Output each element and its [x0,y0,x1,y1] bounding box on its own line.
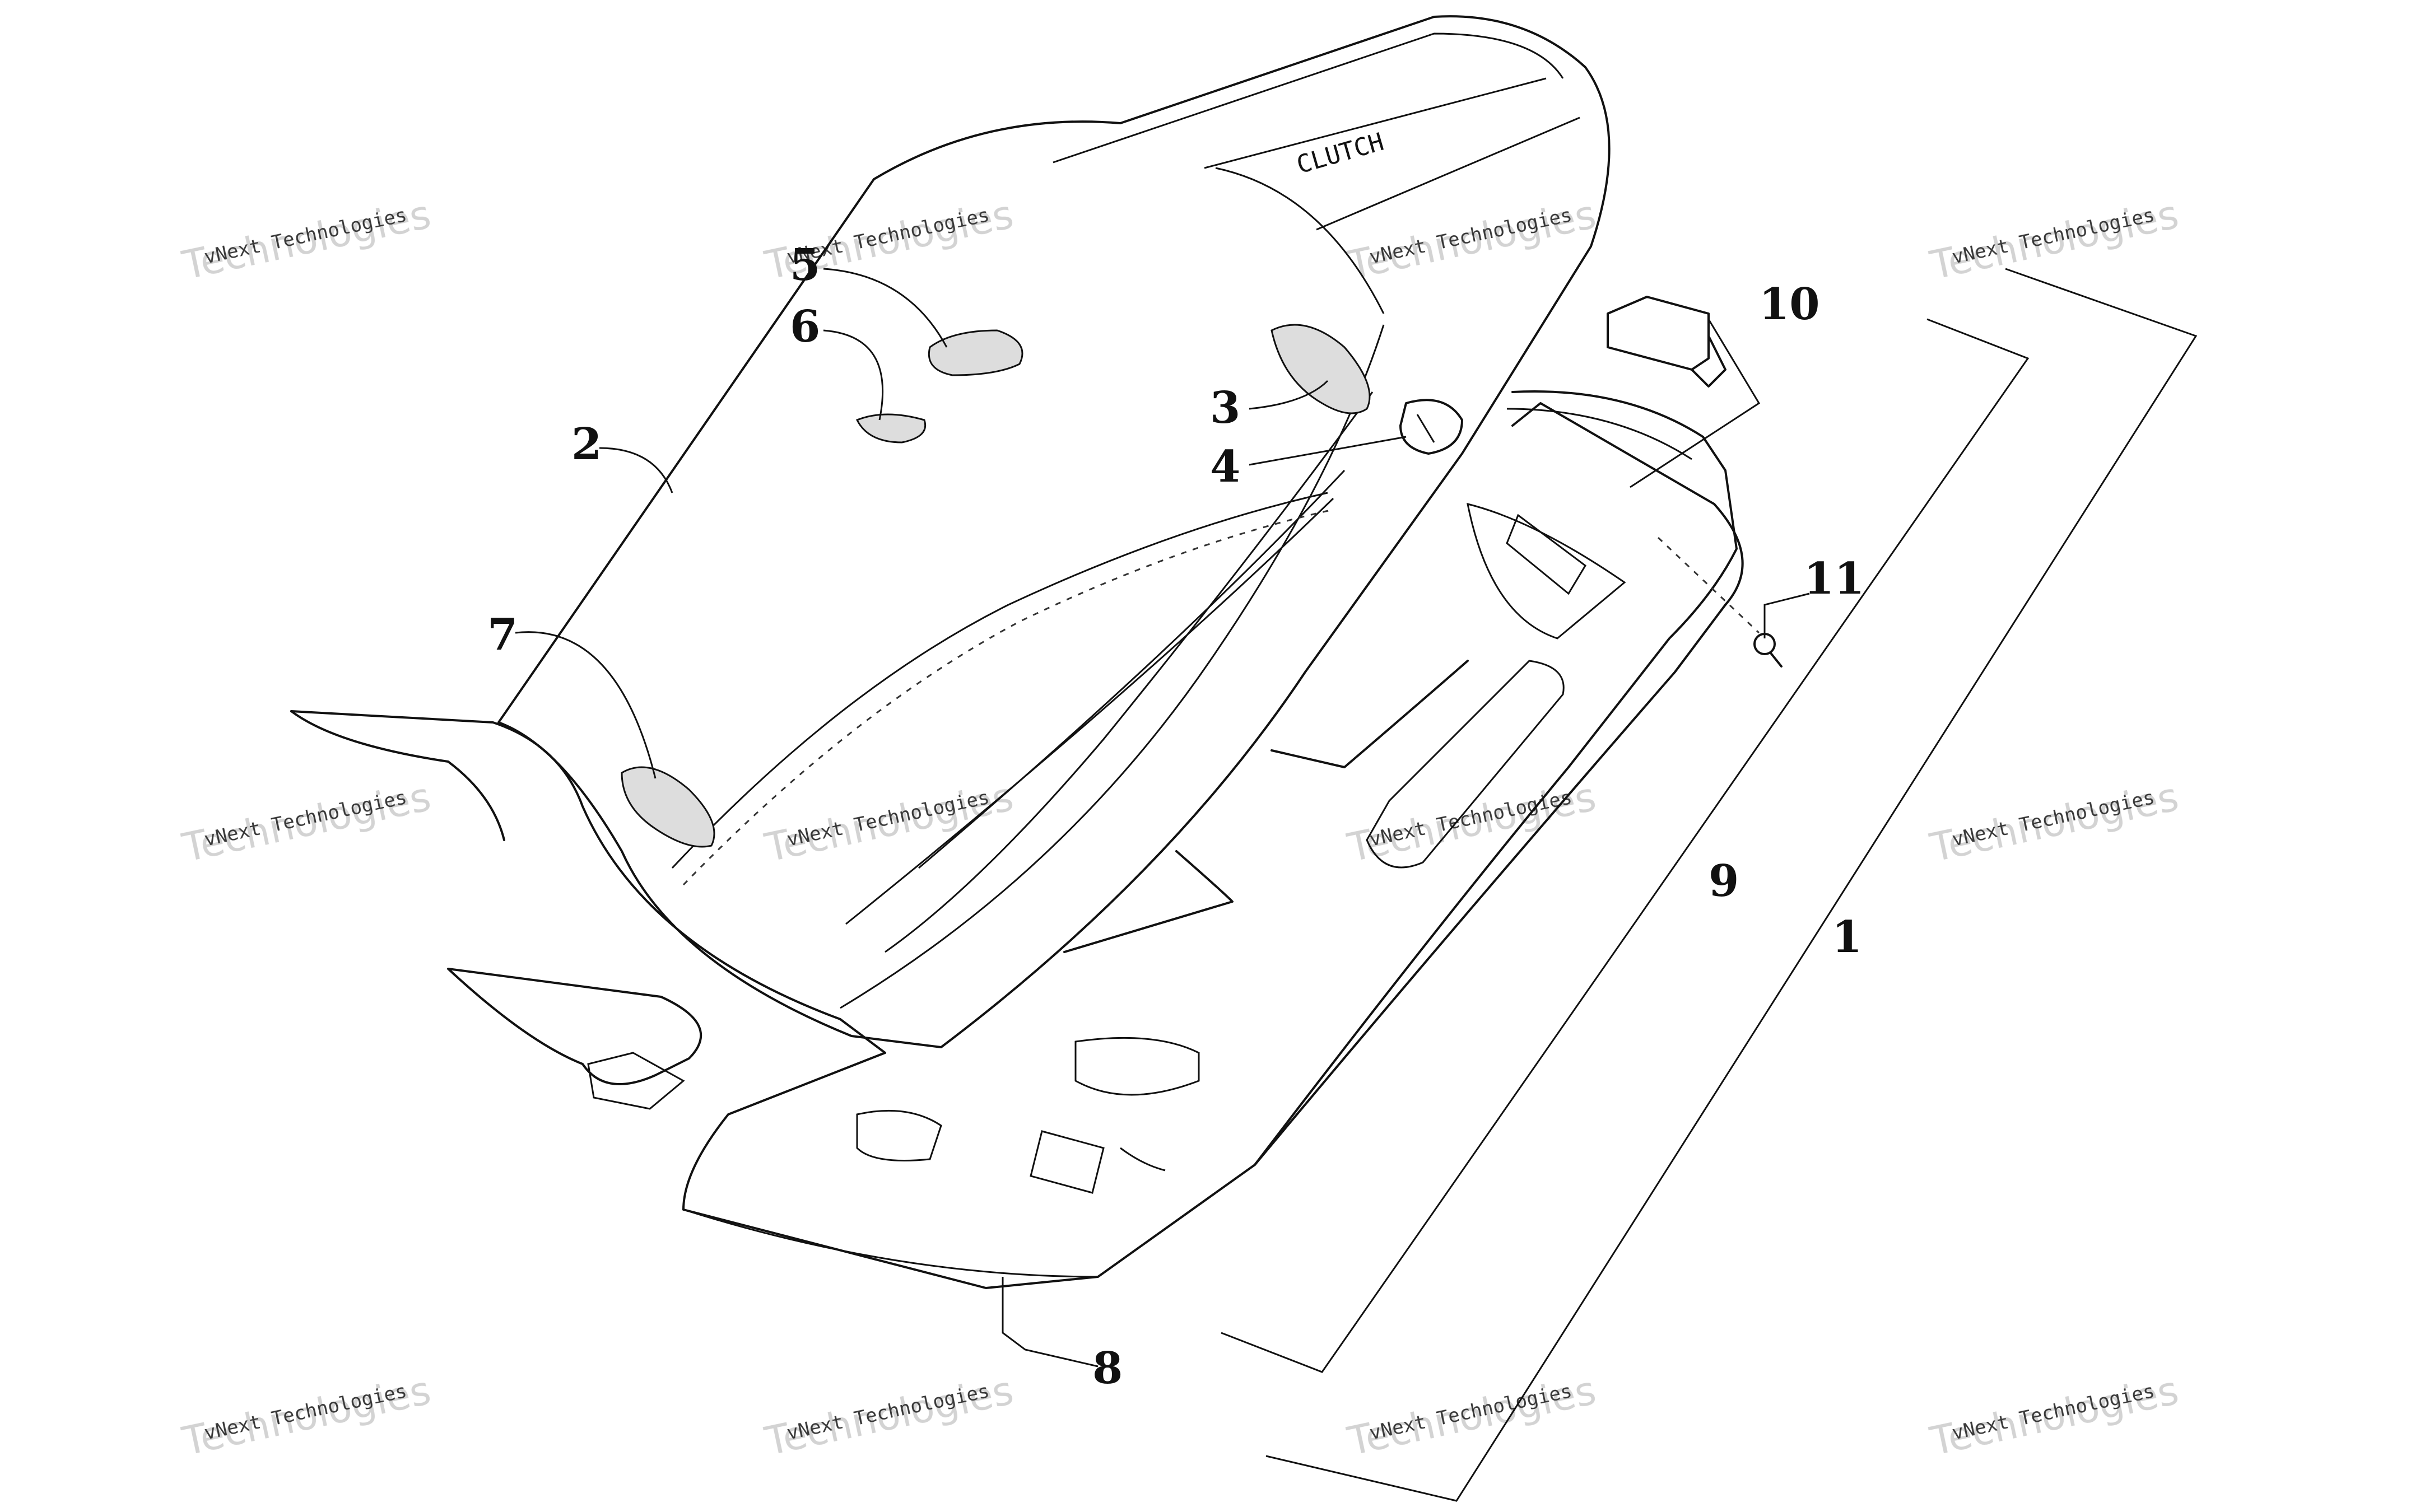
callout-7: 7 [487,609,518,660]
leader-5 [823,268,948,348]
watermark-6: Technologies vNext Technologies [761,774,1017,871]
leader-10 [1630,319,1761,488]
seat-base [856,390,1738,1194]
patch-7 [621,766,715,848]
leader-8 [1002,1277,1099,1368]
watermark-10: Technologies vNext Technologies [761,1368,1017,1465]
callout-6: 6 [790,301,820,352]
callout-8: 8 [1092,1343,1123,1394]
leader-7 [515,631,657,779]
watermark-8: Technologies vNext Technologies [1926,774,2182,871]
callout-9: 9 [1709,856,1739,907]
svg-text:CLUTCH: CLUTCH [1293,128,1387,180]
callout-3: 3 [1210,382,1240,433]
callout-1: 1 [1832,912,1862,963]
leader-11 [1763,592,1810,638]
callout-10: 10 [1759,279,1820,330]
callout-11: 11 [1804,553,1865,604]
watermark-layer: Technologies vNext Technologies Technolo… [178,192,2182,1465]
watermark-11: Technologies vNext Technologies [1343,1368,1600,1465]
fastener-11 [1657,536,1783,668]
watermark-1: Technologies vNext Technologies [178,192,435,289]
patch-6 [855,413,926,444]
watermark-12: Technologies vNext Technologies [1926,1368,2182,1465]
watermark-3: Technologies vNext Technologies [1343,192,1600,289]
callout-4: 4 [1210,441,1240,492]
leader-lines [515,268,2198,1502]
watermark-4: Technologies vNext Technologies [1926,192,2182,289]
leader-4 [1249,436,1407,466]
seat-front-wing [290,402,1744,1289]
bracket-10 [1607,296,1726,388]
seat-print: CLUTCH [1293,128,1387,180]
leader-3 [1249,380,1329,410]
watermark-7: Technologies vNext Technologies [1343,774,1600,871]
bracket-line-1 [1265,268,2198,1502]
patch-3 [1270,324,1371,414]
watermark-5: Technologies vNext Technologies [178,774,435,871]
bracket-line-9 [1221,318,2030,1373]
patch-5 [928,329,1023,376]
watermark-9: Technologies vNext Technologies [178,1368,435,1465]
leader-6 [823,329,884,421]
callout-5: 5 [790,240,820,291]
leader-2 [599,447,673,493]
callout-2: 2 [571,419,602,470]
callout-labels: 1 2 3 4 5 6 7 8 9 10 11 [487,240,1865,1394]
strap-4 [1399,399,1463,455]
fastener-patches [621,324,1371,848]
seat-cover: CLUTCH [497,15,1611,1048]
